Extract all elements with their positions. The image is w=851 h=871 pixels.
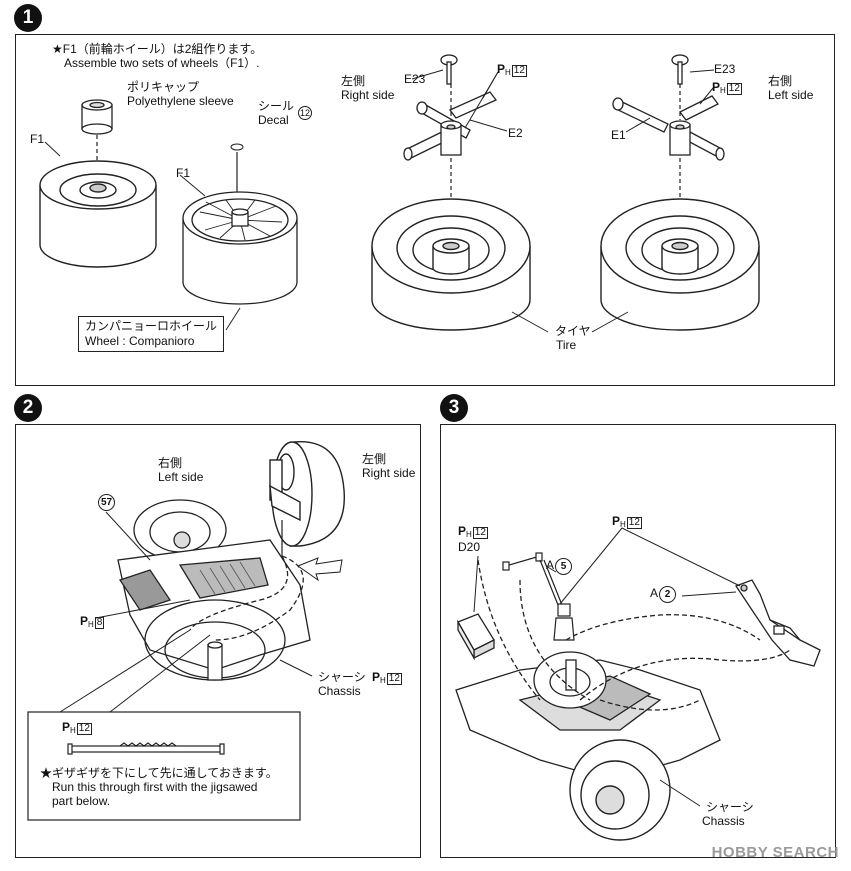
inset-note-jp: ★ギザギザを下にして先に通しておきます。 bbox=[40, 766, 278, 780]
a5-letter: A bbox=[546, 558, 555, 572]
step2-leftside-en: Left side bbox=[158, 470, 204, 484]
bracket-part bbox=[735, 579, 821, 667]
step-2-badge: 2 bbox=[14, 394, 42, 422]
step1-note-jp: ★F1（前輪ホイール）は2組作ります。 bbox=[52, 42, 263, 56]
f1-label-b: F1 bbox=[176, 166, 191, 180]
seal-label-en-text: Decal bbox=[258, 113, 289, 127]
poly-cap bbox=[81, 99, 113, 135]
axle-assembly-right-side bbox=[403, 54, 498, 161]
seal-label-en: Decal bbox=[258, 113, 289, 127]
right-side-label-jp: 左側 bbox=[341, 74, 366, 88]
step2-rightside-en: Right side bbox=[362, 466, 416, 480]
step2-chassis-en: Chassis bbox=[318, 684, 361, 698]
step1-note-en: Assemble two sets of wheels（F1）. bbox=[64, 56, 260, 70]
a2-number: 2 bbox=[659, 586, 677, 603]
step3-ph12-b-number: 12 bbox=[626, 517, 642, 529]
step3-chassis-jp: シャーシ bbox=[706, 800, 754, 814]
wheel-f1-left bbox=[39, 160, 157, 268]
tire-left-side bbox=[600, 198, 760, 331]
a5-number: 5 bbox=[555, 558, 573, 575]
e1-label: E1 bbox=[611, 128, 626, 142]
wheel-name-en: Wheel : Companioro bbox=[85, 334, 195, 348]
wheel-f1-companioro bbox=[182, 191, 298, 305]
left-side-label-jp: 右側 bbox=[768, 74, 793, 88]
right-side-label-en: Right side bbox=[341, 88, 395, 102]
d20-label: D20 bbox=[458, 540, 481, 554]
step-1-badge: 1 bbox=[14, 4, 42, 32]
e2-label: E2 bbox=[508, 126, 523, 140]
step2-chassis-jp: シャーシ bbox=[318, 670, 366, 684]
inset-note-en1: Run this through first with the jigsawed bbox=[52, 780, 258, 794]
e23-label-b: E23 bbox=[714, 62, 736, 76]
jigsaw-rod bbox=[67, 742, 225, 755]
tire-right-side bbox=[371, 198, 531, 331]
step3-tire bbox=[569, 739, 671, 841]
step3-ph12-a-number: 12 bbox=[472, 527, 488, 539]
hobby-search-watermark: HOBBY SEARCH bbox=[711, 844, 839, 861]
poly-label-en: Polyethylene sleeve bbox=[127, 94, 234, 108]
step2-leftside-jp: 右側 bbox=[158, 456, 183, 470]
ph-number-a: 12 bbox=[511, 65, 527, 77]
step2-ph12-number: 12 bbox=[386, 673, 402, 685]
seal-label-jp: シール bbox=[258, 99, 295, 113]
wheel-name-box: カンパニョーロホイール Wheel : Companioro bbox=[78, 316, 225, 352]
step2-inset-box bbox=[27, 711, 301, 821]
step2-rightside-jp: 左側 bbox=[362, 452, 387, 466]
axle-assembly-left-side bbox=[612, 54, 725, 161]
left-side-label-en: Left side bbox=[768, 88, 814, 102]
linkage-part bbox=[502, 552, 575, 641]
a2-letter: A bbox=[650, 586, 659, 600]
inset-ph-number: 12 bbox=[76, 723, 92, 735]
step3-chassis-en: Chassis bbox=[702, 814, 745, 828]
decal-number: 12 bbox=[298, 106, 312, 120]
wheel-name-jp: カンパニョーロホイール bbox=[85, 319, 218, 333]
e23-label-a: E23 bbox=[404, 72, 426, 86]
ph-number-b: 12 bbox=[726, 83, 742, 95]
part-57-badge: 57 bbox=[98, 494, 115, 511]
tire-label-jp: タイヤ bbox=[555, 324, 591, 338]
f1-label-a: F1 bbox=[30, 132, 45, 146]
tire-label-en: Tire bbox=[556, 338, 577, 352]
step3-car-body bbox=[455, 651, 721, 781]
step2-chassis-jp-text: シャーシ bbox=[318, 670, 366, 684]
d20-block bbox=[457, 613, 495, 661]
poly-label-jp: ポリキャップ bbox=[127, 80, 200, 94]
inset-note-en2: part below. bbox=[52, 794, 111, 808]
step2-chassis-body bbox=[117, 539, 311, 681]
step2-tire-left bbox=[133, 499, 227, 561]
step-3-badge: 3 bbox=[440, 394, 468, 422]
decal-piece bbox=[230, 143, 244, 151]
